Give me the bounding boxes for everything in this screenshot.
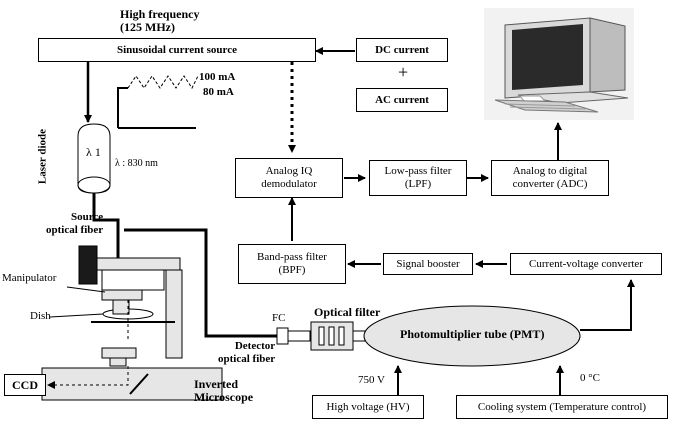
waveform-icon xyxy=(117,75,199,129)
pmt-shape xyxy=(363,305,581,367)
sinusoidal-current-source-box: Sinusoidal current source xyxy=(38,38,316,62)
current-voltage-converter-box: Current-voltage converter xyxy=(510,253,662,275)
fc-label: FC xyxy=(272,312,286,324)
lambda-value: λ : 830 nm xyxy=(115,158,158,169)
cooling-system-box: Cooling system (Temperature control) xyxy=(456,395,668,419)
current-100-label: 100 mA xyxy=(199,71,236,83)
source-fiber-label: Source optical fiber xyxy=(46,211,104,236)
laser-diode-icon xyxy=(77,123,111,194)
computer-icon xyxy=(484,8,634,120)
optical-filter-label: Optical filter xyxy=(314,305,381,319)
plus-sign: + xyxy=(398,62,409,82)
high-frequency-label: High frequency (125 MHz) xyxy=(120,7,200,34)
inverted-microscope-label: Inverted Microscope xyxy=(194,377,254,404)
pmt-label: Photomultiplier tube (PMT) xyxy=(400,327,545,341)
dc-current-box: DC current xyxy=(356,38,448,62)
low-pass-filter-box: Low-pass filter (LPF) xyxy=(369,160,467,196)
temperature-label: 0 °C xyxy=(580,372,600,384)
high-voltage-box: High voltage (HV) xyxy=(312,395,424,419)
detector-fiber-label: Detector optical fiber xyxy=(218,340,276,365)
band-pass-filter-box: Band-pass filter (BPF) xyxy=(238,244,346,284)
adc-box: Analog to digital converter (ADC) xyxy=(491,160,609,196)
dish-label: Dish xyxy=(30,310,51,322)
ac-current-box: AC current xyxy=(356,88,448,112)
laser-diode-label: Laser diode xyxy=(36,128,49,185)
iq-demodulator-box: Analog IQ demodulator xyxy=(235,158,343,198)
connections xyxy=(84,47,635,395)
lambda-symbol: λ 1 xyxy=(86,145,101,159)
ccd-box: CCD xyxy=(4,374,46,396)
microscope-icon xyxy=(41,245,223,401)
manipulator-label: Manipulator xyxy=(2,272,57,284)
current-80-label: 80 mA xyxy=(203,86,234,98)
optical-filter-icon xyxy=(276,321,366,351)
signal-booster-box: Signal booster xyxy=(383,253,473,275)
voltage-label: 750 V xyxy=(358,374,385,386)
